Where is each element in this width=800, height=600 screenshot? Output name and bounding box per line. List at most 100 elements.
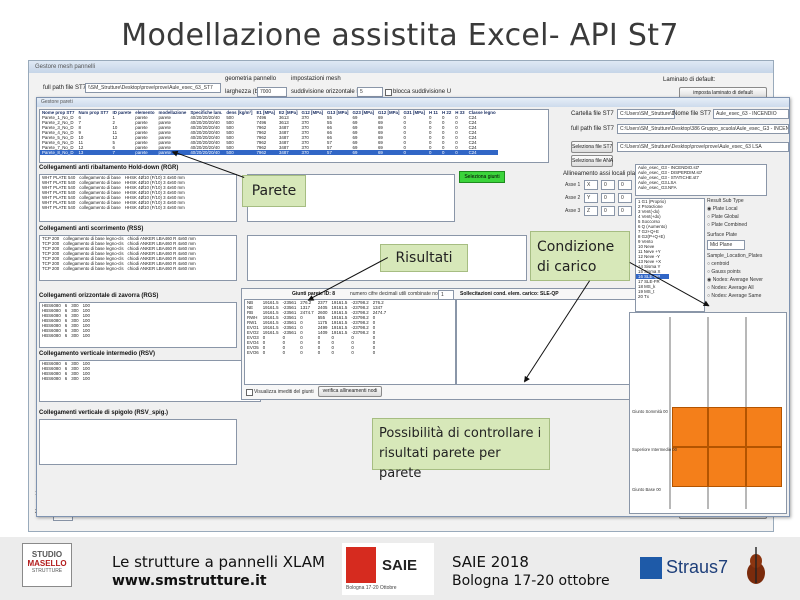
- load-case-file[interactable]: Aule_esec_G3 - DISPERDIM.st7: [636, 170, 704, 175]
- load-combo-item[interactable]: 14 Sisma Y: [636, 264, 669, 269]
- axis-field[interactable]: 0: [618, 193, 632, 203]
- load-combo-item[interactable]: 2 Protezione: [636, 204, 669, 209]
- full-path-field[interactable]: \\SM_Strutture\Desktop\prove\prove\Aule_…: [85, 83, 221, 93]
- width-field[interactable]: 7000: [257, 87, 287, 97]
- load-combo-item[interactable]: 19 MS_t: [636, 289, 669, 294]
- wall-cell[interactable]: [708, 407, 746, 447]
- load-combo-item[interactable]: 7 G2+Q+E: [636, 229, 669, 234]
- load-combo-item[interactable]: 1 G1 (Proprio): [636, 199, 669, 204]
- wall-cell[interactable]: [708, 447, 746, 487]
- result-type-radio[interactable]: ○ Plate Global: [707, 214, 739, 220]
- wall-cell[interactable]: [746, 447, 782, 487]
- axis-field[interactable]: X: [584, 180, 598, 190]
- results-path-field[interactable]: C:\Users\SM_Strutture\Desktop\prove\prov…: [617, 142, 789, 152]
- show-joints-checkbox[interactable]: [246, 389, 253, 396]
- load-case-file[interactable]: Aule_esec_G3.NFA: [636, 185, 704, 190]
- axis-field[interactable]: Y: [584, 193, 598, 203]
- load-combo-item[interactable]: 17 SLE-FR: [636, 279, 669, 284]
- load-case-file[interactable]: Aule_esec_G3 - INCENDIO.st7: [636, 165, 704, 170]
- anti-slip-params-table[interactable]: [247, 235, 527, 281]
- sample-location-radio[interactable]: ◉ Nodes: Average Never: [707, 277, 763, 283]
- load-case-file[interactable]: Aule_esec_G3.LSA: [636, 180, 704, 185]
- axis-field[interactable]: 0: [618, 180, 632, 190]
- axis-field[interactable]: 0: [601, 193, 615, 203]
- surface-select[interactable]: Mid Plane: [707, 240, 745, 250]
- load-combo-item[interactable]: 10 Neve: [636, 244, 669, 249]
- select-st7-button[interactable]: Seleziona file ST7: [571, 141, 613, 153]
- load-combo-item[interactable]: 3 Vent(-dx): [636, 209, 669, 214]
- vertical-edge-table[interactable]: [39, 419, 237, 465]
- sample-location-radio[interactable]: ○ Nodes: Average All: [707, 285, 754, 291]
- load-combo-item[interactable]: 12 Neve -Y: [636, 254, 669, 259]
- axis-field[interactable]: 0: [601, 180, 615, 190]
- lock-subdiv-checkbox[interactable]: [385, 89, 392, 96]
- full-path-st7-field[interactable]: C:\Users\SM_Strutture\Desktop\386 Gruppo…: [617, 124, 789, 134]
- result-type-radio[interactable]: ○ Plate Combined: [707, 222, 747, 228]
- load-combo-item[interactable]: 5 Soccorso: [636, 219, 669, 224]
- load-combo-item[interactable]: 11 Neve +Y: [636, 249, 669, 254]
- load-combo-item[interactable]: 9 Vento: [636, 239, 669, 244]
- select-ana-button[interactable]: Seleziona file ANA: [571, 155, 613, 167]
- load-combo-item[interactable]: 6 Q (Aumento): [636, 224, 669, 229]
- select-joints-button[interactable]: Seleziona giunti: [459, 171, 505, 183]
- axis-field[interactable]: 0: [601, 206, 615, 216]
- wall-cell[interactable]: [672, 407, 708, 447]
- sample-location-radio[interactable]: ○ Nodes: Average Same: [707, 293, 762, 299]
- load-combo-item[interactable]: 20 Tx: [636, 294, 669, 299]
- solicitations-table[interactable]: [456, 299, 636, 385]
- axis-field[interactable]: Z: [584, 206, 598, 216]
- axis-field[interactable]: 0: [618, 206, 632, 216]
- load-combo-item[interactable]: 16 SLE-QP: [636, 274, 669, 279]
- nome-file-field[interactable]: Aule_esec_63 - INCENDIO: [713, 109, 789, 119]
- load-combo-item[interactable]: 4 Vent(+dx): [636, 214, 669, 219]
- load-combo-item[interactable]: 15 Sisma X: [636, 269, 669, 274]
